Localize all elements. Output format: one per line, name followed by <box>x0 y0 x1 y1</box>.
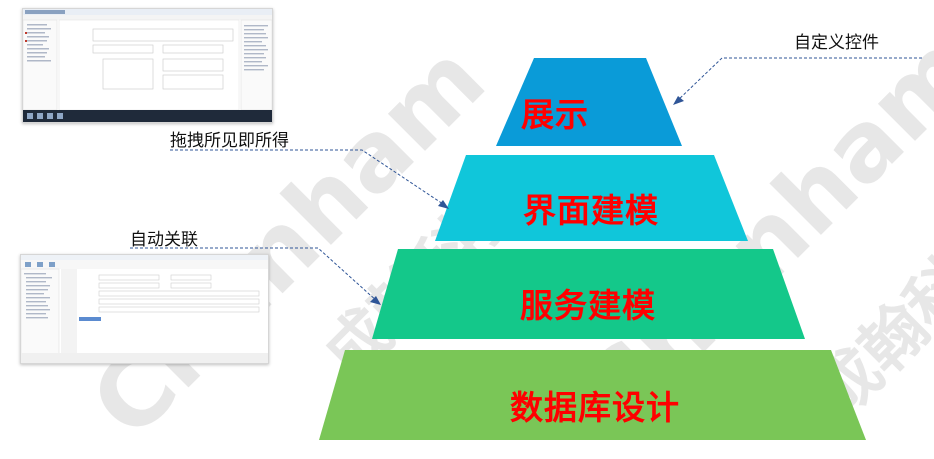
tier-label-ui-modeling: 界面建模 <box>523 191 659 230</box>
designer-screenshot-image <box>23 9 272 122</box>
callout-wysiwyg: 拖拽所见即所得 <box>170 131 289 151</box>
pyramid-tier-4-shape <box>319 350 866 440</box>
connector-wysiwyg <box>170 149 447 207</box>
designer-screenshot-thumbnail <box>22 8 273 123</box>
auto-link-screenshot-image <box>21 255 268 363</box>
pyramid-tier-1-shape <box>496 58 682 146</box>
auto-link-screenshot-thumbnail <box>20 254 269 364</box>
arrowhead-auto-link <box>370 296 381 305</box>
connector-custom-controls <box>675 57 922 103</box>
tier-label-database-design: 数据库设计 <box>510 388 680 427</box>
connector-auto-link <box>130 247 379 303</box>
arrowhead-wysiwyg <box>438 200 449 209</box>
pyramid-tier-3-shape <box>372 249 805 339</box>
tier-label-service-modeling: 服务建模 <box>520 286 656 325</box>
callout-custom-controls: 自定义控件 <box>794 33 879 53</box>
arrowhead-custom-controls <box>673 96 684 105</box>
callout-auto-link: 自动关联 <box>130 230 198 250</box>
pyramid-tier-2-shape <box>435 155 748 241</box>
tier-label-display: 展示 <box>521 95 589 134</box>
